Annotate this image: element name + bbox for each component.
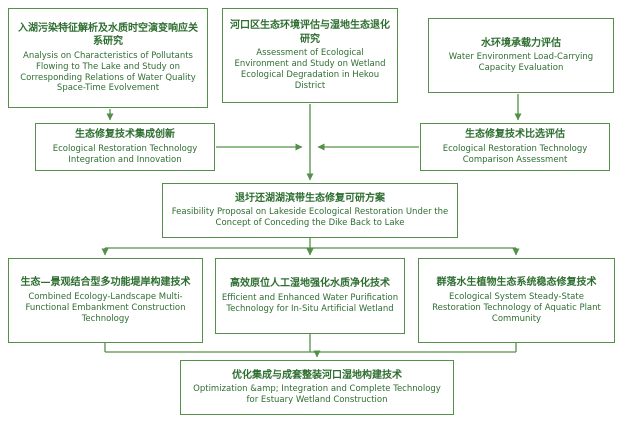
node-lower-right-en: Ecological System Steady-State Restorati… bbox=[432, 291, 601, 324]
node-top-right: 水环境承载力评估 Water Environment Load-Carrying… bbox=[428, 18, 614, 93]
node-lower-left-en: Combined Ecology-Landscape Multi-Functio… bbox=[25, 291, 186, 324]
node-bottom-cn: 优化集成与成套整装河口湿地构建技术 bbox=[232, 369, 402, 381]
node-top-left-cn: 入湖污染特征解析及水质时空演变响应关系研究 bbox=[18, 22, 198, 48]
node-mid-left-cn: 生态修复技术集成创新 bbox=[75, 129, 175, 141]
node-lower-right: 群落水生植物生态系统稳态修复技术 Ecological System Stead… bbox=[418, 258, 615, 343]
node-top-middle: 河口区生态环境评估与湿地生态退化研究 Assessment of Ecologi… bbox=[222, 8, 398, 103]
node-lower-left: 生态—景观结合型多功能堤岸构建技术 Combined Ecology-Lands… bbox=[8, 258, 203, 343]
node-mid-left-en: Ecological Restoration Technology Integr… bbox=[52, 143, 198, 165]
node-center: 退圩还湖湖滨带生态修复可研方案 Feasibility Proposal on … bbox=[162, 183, 458, 238]
node-mid-right-cn: 生态修复技术比选评估 bbox=[465, 129, 565, 141]
node-center-en: Feasibility Proposal on Lakeside Ecologi… bbox=[171, 207, 449, 229]
node-lower-right-cn: 群落水生植物生态系统稳态修复技术 bbox=[436, 277, 597, 289]
node-top-right-en: Water Environment Load-Carrying Capacity… bbox=[448, 52, 594, 74]
node-top-left-en: Analysis on Characteristics of Pollutant… bbox=[20, 50, 196, 94]
node-mid-left: 生态修复技术集成创新 Ecological Restoration Techno… bbox=[35, 123, 215, 171]
node-lower-middle-cn: 高效原位人工湿地强化水质净化技术 bbox=[230, 278, 390, 290]
node-lower-middle-en: Efficient and Enhanced Water Purificatio… bbox=[221, 292, 399, 314]
node-bottom: 优化集成与成套整装河口湿地构建技术 Optimization &amp; Int… bbox=[180, 360, 454, 415]
node-top-left: 入湖污染特征解析及水质时空演变响应关系研究 Analysis on Charac… bbox=[8, 8, 208, 108]
node-top-middle-cn: 河口区生态环境评估与湿地生态退化研究 bbox=[230, 20, 390, 45]
node-mid-right-en: Ecological Restoration Technology Compar… bbox=[442, 143, 588, 165]
node-lower-left-cn: 生态—景观结合型多功能堤岸构建技术 bbox=[20, 277, 191, 289]
node-top-right-cn: 水环境承载力评估 bbox=[481, 37, 561, 49]
node-center-cn: 退圩还湖湖滨带生态修复可研方案 bbox=[235, 192, 385, 204]
node-bottom-en: Optimization &amp; Integration and Compl… bbox=[193, 384, 441, 406]
node-top-middle-en: Assessment of Ecological Environment and… bbox=[234, 48, 386, 91]
node-mid-right: 生态修复技术比选评估 Ecological Restoration Techno… bbox=[420, 123, 610, 171]
node-lower-middle: 高效原位人工湿地强化水质净化技术 Efficient and Enhanced … bbox=[215, 258, 405, 334]
